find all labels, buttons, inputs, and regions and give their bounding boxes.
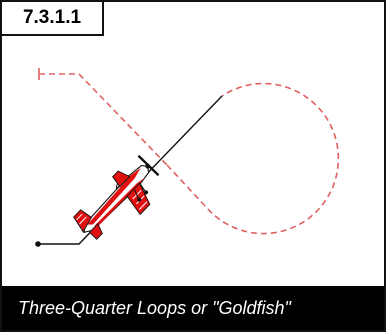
- aircraft-icon: [73, 154, 160, 240]
- entry-segment: [39, 73, 168, 166]
- flight-diagram: [35, 68, 340, 247]
- figure-id-label: 7.3.1.1: [2, 2, 104, 36]
- start-dot: [35, 241, 41, 247]
- solid-flight-path: [38, 95, 223, 245]
- loop-segment: [166, 82, 340, 235]
- dashed-flight-path: [39, 73, 340, 235]
- exit-segment: [38, 95, 223, 245]
- figure-caption: Three-Quarter Loops or "Goldfish": [2, 286, 384, 330]
